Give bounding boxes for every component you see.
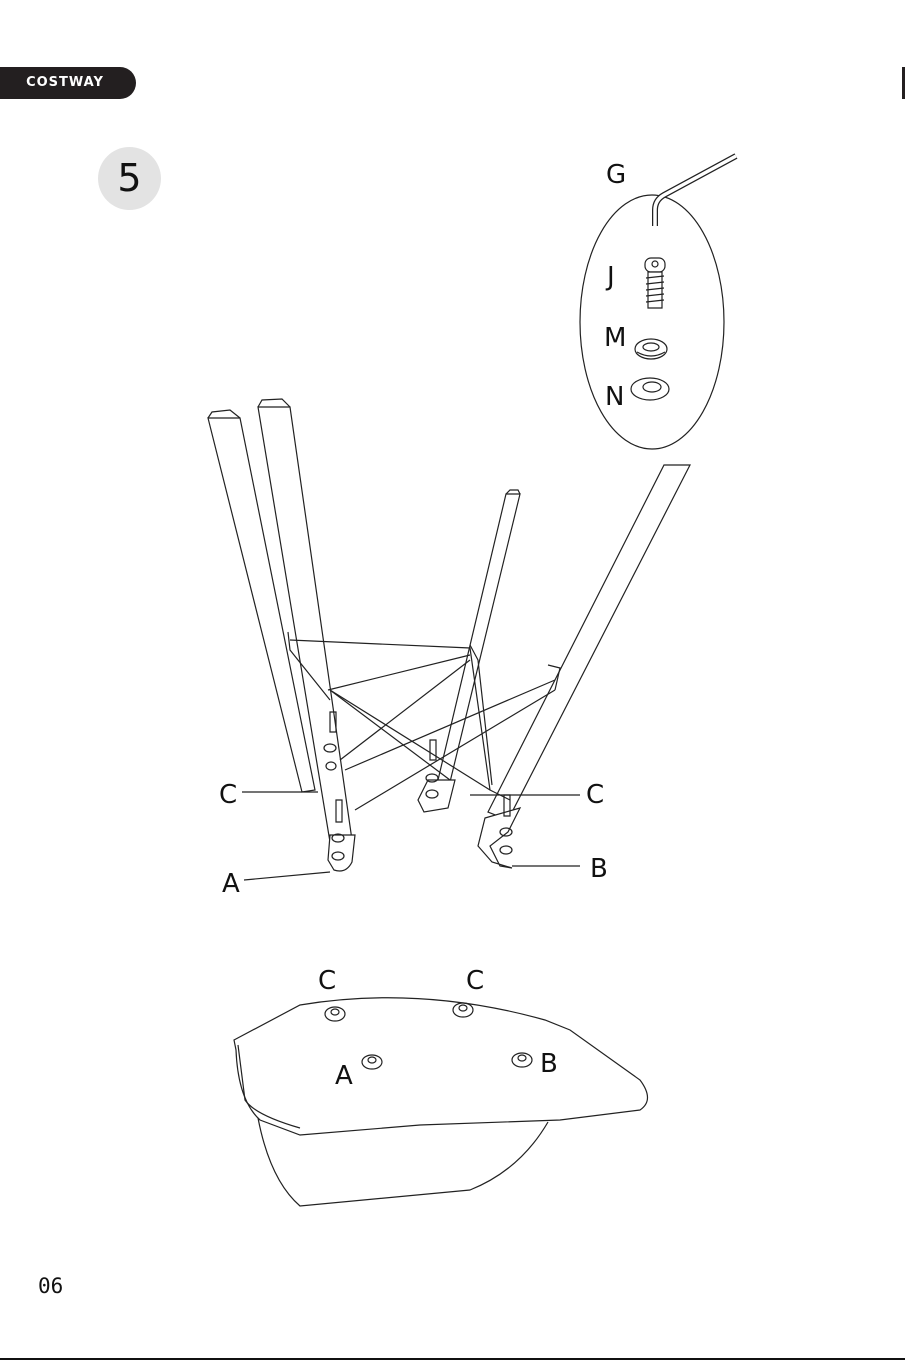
frame-label-c-left: C	[219, 782, 237, 808]
bottom-rule	[0, 1358, 905, 1360]
seat-label-b: B	[540, 1051, 558, 1077]
seat-label-c2: C	[466, 968, 484, 994]
spring-washer-icon	[635, 339, 667, 359]
allen-key-icon	[655, 156, 736, 226]
parts-callout-ellipse	[580, 195, 724, 449]
frame-label-a: A	[222, 871, 240, 897]
part-label-g: G	[606, 162, 626, 188]
part-label-m: M	[604, 325, 626, 351]
part-label-n: N	[605, 384, 624, 410]
seat-label-a: A	[335, 1063, 353, 1089]
bolt-icon	[645, 258, 665, 308]
frame-label-b: B	[590, 856, 608, 882]
chair-frame	[208, 399, 690, 880]
page-number: 06	[38, 1274, 63, 1298]
seat-label-c1: C	[318, 968, 336, 994]
frame-label-c-right: C	[586, 782, 604, 808]
part-label-j: J	[607, 264, 615, 290]
seat-underside	[234, 998, 648, 1206]
flat-washer-icon	[631, 378, 669, 400]
